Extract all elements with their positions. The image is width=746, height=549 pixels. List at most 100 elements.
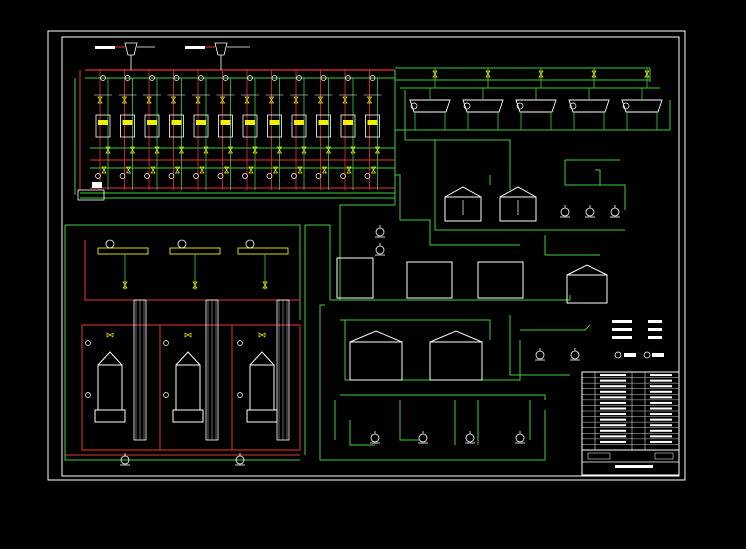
evaporator-column-icon — [192, 70, 210, 190]
gate-valve-icon — [262, 281, 268, 289]
centrifugal-pump-icon — [370, 431, 380, 444]
gate-valve-icon — [248, 166, 254, 174]
gate-valve-icon — [346, 166, 352, 174]
boiler-vessel-icon — [237, 239, 290, 441]
instrument-tag — [92, 182, 102, 188]
gate-valve-icon — [122, 281, 128, 289]
gate-valve-icon — [97, 96, 103, 104]
evaporator-column-icon — [339, 70, 357, 190]
storage-tank-icon — [349, 330, 403, 381]
centrifugal-pump-icon — [515, 431, 525, 444]
gate-valve-icon — [219, 96, 226, 104]
gate-valve-icon — [227, 146, 234, 154]
gate-valve-icon — [146, 96, 152, 104]
inner-frame — [61, 36, 680, 477]
gate-valve-icon — [321, 166, 328, 174]
dryer-unit — [409, 68, 451, 130]
dryer-unit — [568, 68, 610, 130]
gate-valve-icon — [374, 146, 381, 154]
gate-valve-icon — [485, 70, 491, 78]
storage-tank-icon — [499, 186, 537, 222]
boiler-vessel-icon — [163, 239, 221, 441]
gate-valve-icon — [350, 146, 356, 154]
storage-tank-icon — [406, 261, 453, 299]
gate-valve-icon — [258, 332, 266, 338]
gate-valve-icon — [538, 70, 544, 78]
storage-tank-icon — [477, 261, 524, 299]
gate-valve-icon — [195, 96, 201, 104]
evaporator-column-icon — [167, 70, 186, 190]
control-panel — [77, 189, 105, 201]
outer-frame — [47, 30, 686, 481]
evaporator-column-icon — [265, 70, 284, 190]
gate-valve-icon — [342, 96, 348, 104]
cyclone-separator-icon — [185, 42, 250, 70]
dryer-unit — [462, 68, 504, 130]
evaporator-column-icon — [363, 70, 382, 190]
boiler-vessel-icon — [85, 239, 149, 441]
evaporator-column-icon — [314, 70, 333, 190]
title-block — [581, 371, 680, 476]
centrifugal-pump-icon — [465, 431, 475, 444]
storage-tank-icon — [566, 264, 608, 304]
gate-valve-icon — [129, 146, 136, 154]
centrifugal-pump-icon — [418, 431, 428, 444]
gate-valve-icon — [192, 281, 198, 289]
evaporator-bank — [74, 69, 396, 205]
gate-valve-icon — [297, 166, 303, 174]
centrifugal-pump-icon — [610, 205, 620, 218]
gate-valve-icon — [199, 166, 205, 174]
gate-valve-icon — [170, 96, 177, 104]
evaporator-column-icon — [118, 70, 137, 190]
gate-valve-icon — [121, 96, 128, 104]
gate-valve-icon — [174, 166, 181, 174]
gate-valve-icon — [272, 166, 279, 174]
gate-valve-icon — [644, 70, 650, 78]
gate-valve-icon — [178, 146, 185, 154]
gate-valve-icon — [105, 146, 111, 154]
gate-valve-icon — [432, 70, 438, 78]
evaporator-column-icon — [94, 70, 112, 190]
cyclone-separator-icon — [95, 42, 155, 70]
evaporator-column-icon — [143, 70, 161, 190]
centrifugal-pump-icon — [585, 205, 595, 218]
gate-valve-icon — [154, 146, 160, 154]
gate-valve-icon — [150, 166, 156, 174]
gate-valve-icon — [276, 146, 283, 154]
dryer-unit — [515, 68, 557, 130]
centrifugal-pump-icon — [120, 453, 130, 466]
gate-valve-icon — [184, 332, 192, 338]
centrifugal-pump-icon — [375, 225, 385, 238]
centrifugal-pump-icon — [235, 453, 245, 466]
centrifugal-pump-icon — [560, 205, 570, 218]
boiler-section — [64, 224, 306, 461]
dryer-unit — [621, 68, 663, 130]
gate-valve-icon — [293, 96, 299, 104]
gate-valve-icon — [203, 146, 209, 154]
gate-valve-icon — [301, 146, 307, 154]
gate-valve-icon — [125, 166, 132, 174]
gate-valve-icon — [317, 96, 324, 104]
gate-valve-icon — [252, 146, 258, 154]
evaporator-column-icon — [290, 70, 308, 190]
gate-valve-icon — [223, 166, 230, 174]
legend — [612, 320, 664, 359]
storage-tank-icon — [336, 257, 374, 299]
evaporator-column-icon — [241, 70, 259, 190]
gate-valve-icon — [591, 70, 597, 78]
gate-valve-icon — [244, 96, 250, 104]
storage-tank-icon — [444, 186, 482, 222]
gate-valve-icon — [106, 332, 114, 338]
gate-valve-icon — [325, 146, 332, 154]
storage-tank-icon — [429, 330, 483, 381]
centrifugal-pump-icon — [375, 243, 385, 256]
gate-valve-icon — [268, 96, 275, 104]
centrifugal-pump-icon — [570, 348, 580, 361]
evaporator-column-icon — [216, 70, 235, 190]
gate-valve-icon — [101, 166, 107, 174]
centrifugal-pump-icon — [535, 348, 545, 361]
gate-valve-icon — [370, 166, 377, 174]
dryer-line — [395, 67, 671, 131]
